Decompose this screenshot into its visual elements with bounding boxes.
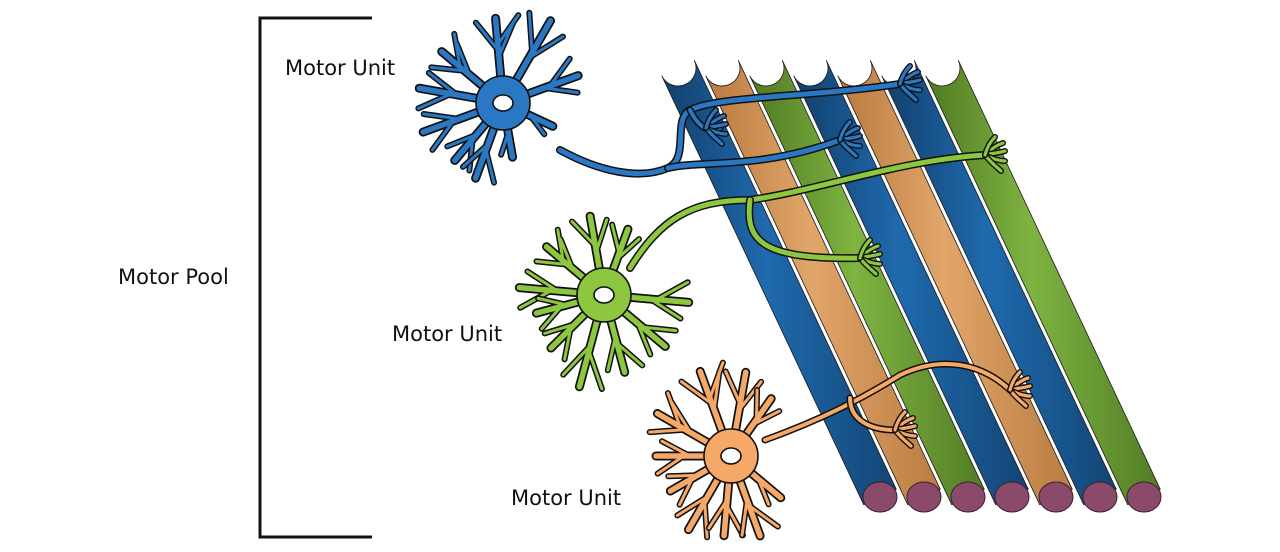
muscle-fiber-7: [925, 60, 1162, 513]
axon-terminal-blue-1: [897, 63, 923, 103]
muscle-fiber-4: [793, 60, 1030, 513]
axon-terminal-blue-3: [703, 107, 729, 147]
motor-pool-label: Motor Pool: [118, 265, 229, 289]
motor-neurons: [414, 9, 786, 541]
muscle-fiber-2: [705, 60, 942, 513]
motor-unit-label-top: Motor Unit: [285, 56, 395, 80]
axon-terminal-orange-1: [1007, 369, 1033, 409]
motor-neuron-blue: [414, 9, 583, 186]
motor-pool-bracket: [258, 16, 372, 539]
axon-terminals: [703, 63, 1033, 449]
axon-terminal-green-1: [982, 134, 1008, 174]
muscle-fibers: [661, 60, 1162, 513]
axon-terminal-blue-2: [837, 119, 863, 159]
motor-unit-label-bottom: Motor Unit: [511, 486, 621, 510]
muscle-fiber-3: [749, 60, 986, 513]
green-axon: [626, 151, 989, 272]
nucleus: [720, 447, 742, 465]
orange-axon: [761, 360, 1014, 444]
motor-neuron-green: [514, 211, 694, 392]
muscle-fiber-1: [661, 60, 898, 513]
axon-terminal-green-2: [857, 237, 883, 277]
nucleus: [492, 94, 514, 112]
nucleus: [593, 286, 615, 304]
motor-neuron-orange: [646, 359, 786, 541]
axon-terminal-orange-2: [892, 409, 918, 449]
motor-unit-label-middle: Motor Unit: [392, 322, 502, 346]
